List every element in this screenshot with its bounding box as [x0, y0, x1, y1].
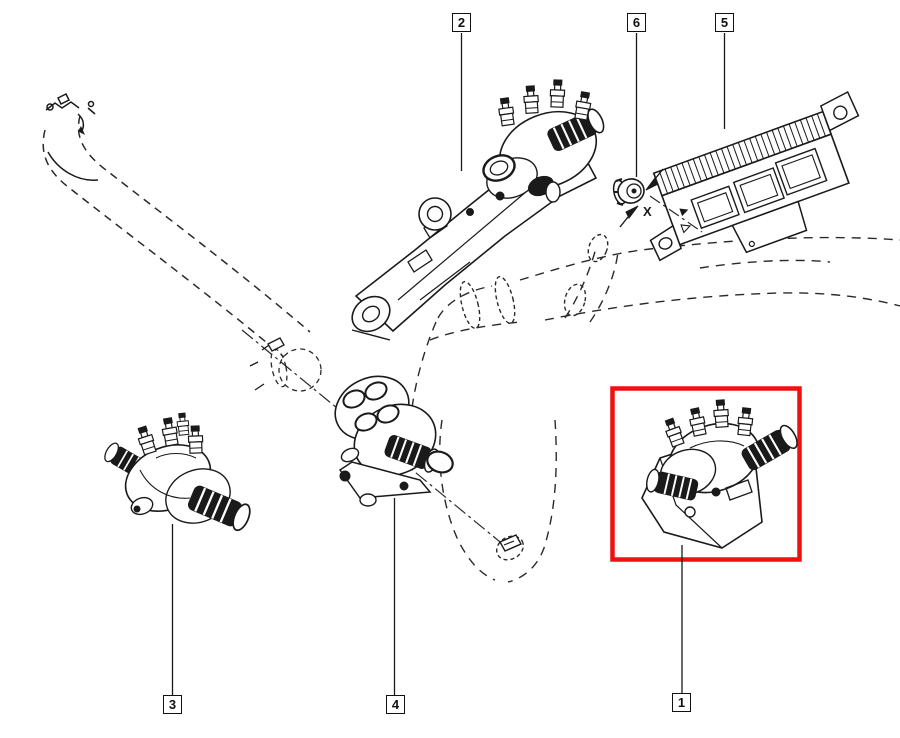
- hose-network: [411, 233, 900, 583]
- hose-loop-clamp: [495, 534, 525, 561]
- callout-4[interactable]: 4: [386, 695, 405, 714]
- callout-1[interactable]: 1: [672, 693, 691, 712]
- callout-6[interactable]: 6: [627, 13, 646, 32]
- dimension-label: X: [643, 204, 652, 219]
- highlight-box[interactable]: [610, 386, 802, 562]
- hose-upper-left: [42, 115, 311, 358]
- hose-clip-icon: [45, 92, 96, 135]
- valve-assembly-part3[interactable]: [101, 412, 255, 534]
- grommet-part6[interactable]: [612, 177, 647, 206]
- callout-3[interactable]: 3: [163, 695, 182, 714]
- grommet-axis-line: [649, 195, 703, 233]
- leader-lines: [171, 33, 726, 695]
- bracket-assembly-part2[interactable]: [345, 79, 608, 341]
- callout-5[interactable]: 5: [715, 13, 734, 32]
- dimension-arrows: [619, 168, 664, 228]
- valve-assembly-part1[interactable]: [641, 398, 802, 549]
- ecu-module-part5[interactable]: [626, 90, 889, 281]
- ghost-clamp: [249, 337, 322, 392]
- valve-assembly-part4[interactable]: [325, 365, 456, 507]
- callout-2[interactable]: 2: [452, 13, 471, 32]
- hose-bend-solid: [47, 151, 99, 181]
